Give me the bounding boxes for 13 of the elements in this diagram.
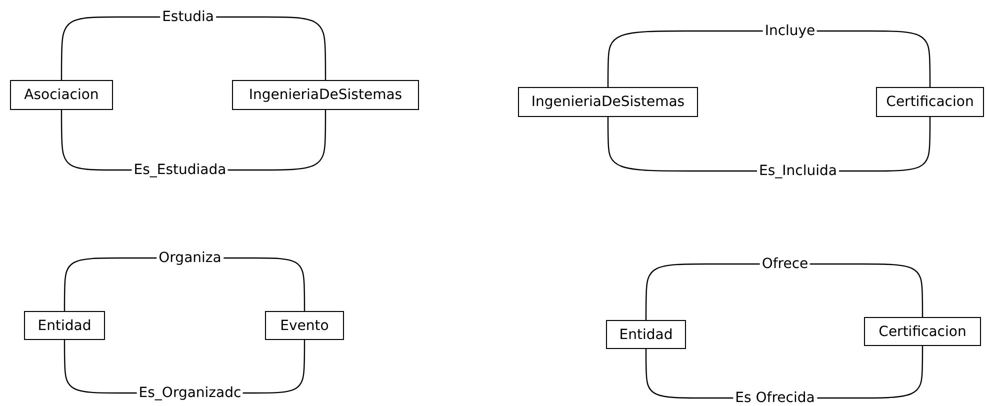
entity-box: Certificacion (864, 317, 981, 346)
edge-label: Es_Incluida (757, 163, 839, 179)
entity-box: Evento (265, 311, 344, 340)
entity-box: Entidad (24, 311, 105, 340)
edge-label: Incluye (762, 23, 818, 39)
edge-label: Organiza (156, 250, 224, 266)
edge-label: Es_Organizadc (136, 385, 244, 401)
entity-box: IngenieriaDeSistemas (518, 87, 698, 117)
edge-label: Es_Estudiada (132, 162, 228, 178)
entity-box: Asociacion (10, 80, 113, 110)
entity-box: Certificacion (876, 87, 984, 117)
entity-box: IngenieriaDeSistemas (232, 80, 419, 110)
entity-box: Entidad (606, 320, 686, 349)
